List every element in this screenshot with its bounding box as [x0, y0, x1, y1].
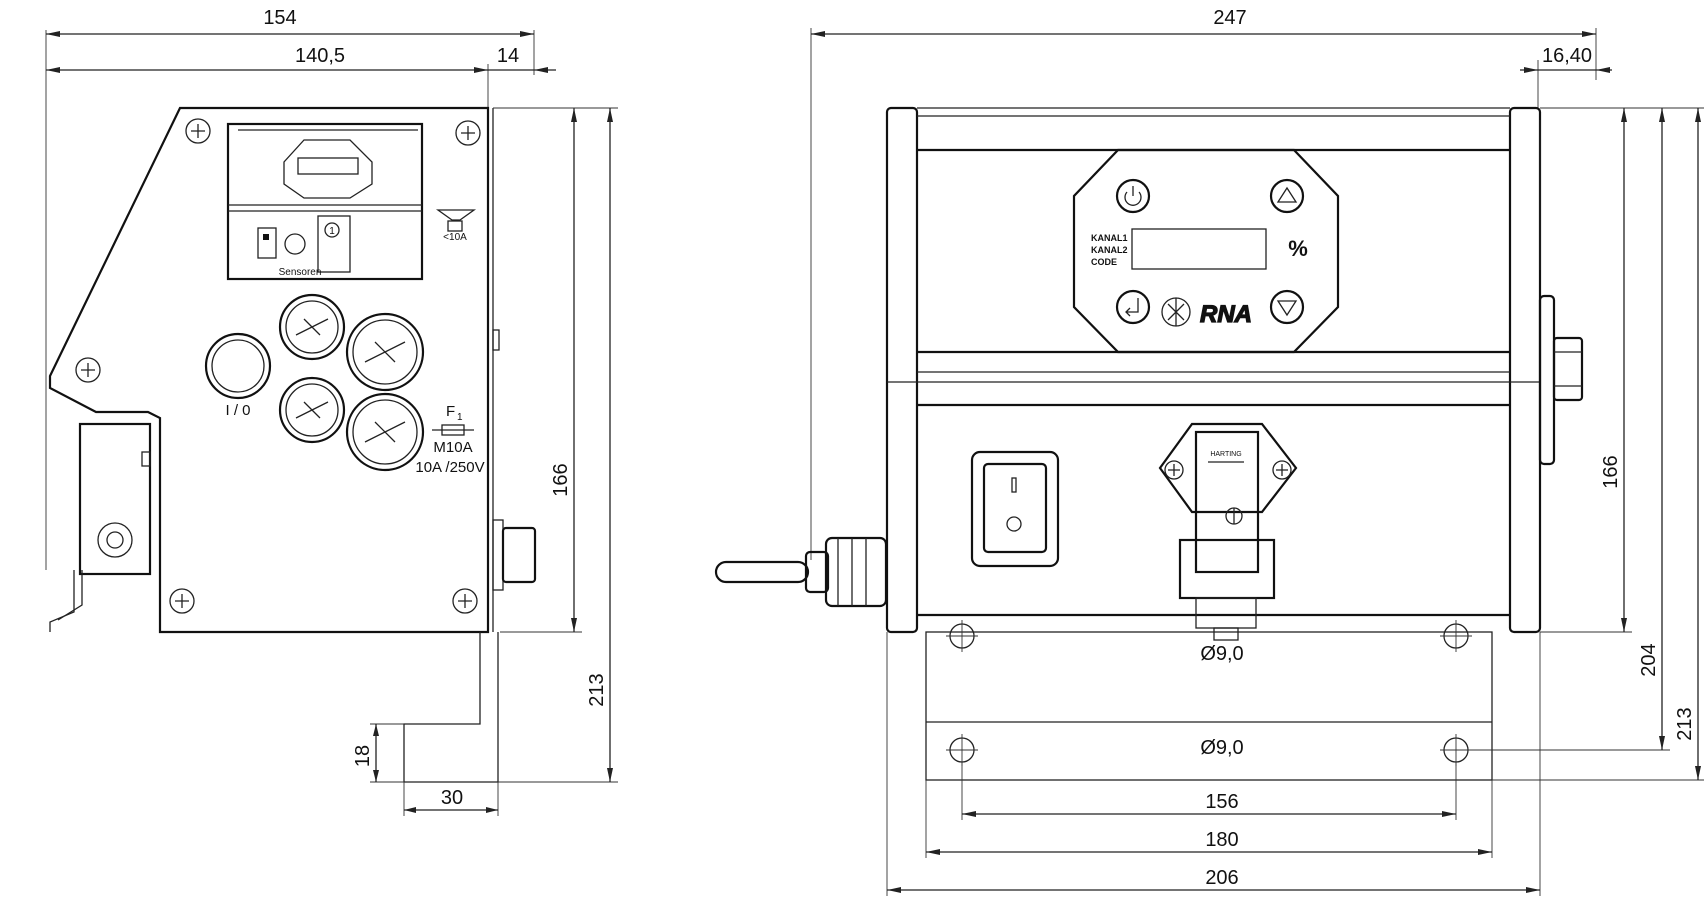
dim-width-total: 154	[45, 7, 535, 570]
side-power-switch: I / 0	[204, 332, 272, 419]
side-sensors-label: Sensoren	[279, 267, 322, 278]
code-label: CODE	[1091, 257, 1117, 267]
lcd-display	[1131, 228, 1267, 270]
dim-front-213-label: 213	[1674, 707, 1696, 740]
front-mounting-plate: Ø9,0 Ø9,0	[925, 620, 1493, 781]
side-screw-tl	[185, 118, 211, 144]
channel1-label: KANAL1	[1091, 233, 1128, 243]
dim-foot-height: 18	[352, 723, 404, 783]
front-end-cap-left	[885, 106, 919, 634]
side-fuse-sub: 1	[457, 412, 463, 423]
side-fuse-type: M10A	[433, 439, 472, 456]
dim-offset-right: 14	[488, 45, 556, 73]
front-right-plug	[1538, 294, 1584, 466]
hole-icon	[1440, 734, 1472, 766]
hole-icon	[946, 734, 978, 766]
rna-logo-icon: RNA	[1161, 297, 1253, 329]
down-button-icon	[1269, 289, 1305, 325]
dim-height-total: 213	[498, 107, 618, 783]
dim-166-label: 166	[550, 463, 572, 496]
hole-icon	[1440, 620, 1472, 652]
dim-hole-spacing: 156	[961, 762, 1457, 820]
side-fuse-rating: 10A /250V	[415, 459, 484, 476]
dim-front-166-label: 166	[1600, 455, 1622, 488]
hole-dia-upper-label: Ø9,0	[1200, 643, 1243, 665]
dim-plate-width: 180	[925, 780, 1493, 858]
front-harting-connector: HARTING	[1158, 422, 1298, 641]
connector-brand-label: HARTING	[1210, 451, 1241, 458]
dim-front-width-total: 247	[810, 7, 1597, 560]
side-top-module	[226, 122, 424, 281]
side-view: 154 140,5 14	[45, 7, 618, 816]
side-screw-br	[452, 588, 478, 614]
dim-front-height-body: 166	[1540, 107, 1632, 633]
dim-foot-width: 30	[403, 782, 499, 816]
side-fuse-symbol: F 1 M10A 10A /250V	[415, 403, 484, 476]
front-view: 247 16,40	[714, 7, 1704, 896]
side-foot	[403, 632, 499, 783]
side-power-label: I / 0	[225, 402, 250, 419]
side-screw-bl	[169, 588, 195, 614]
front-end-cap-right	[1508, 106, 1542, 634]
dim-1640-label: 16,40	[1542, 45, 1592, 67]
dim-base-width: 206	[886, 632, 1541, 896]
dim-front-height-mid: 204	[1470, 107, 1670, 751]
dim-180-label: 180	[1205, 829, 1238, 851]
dim-width-body: 140,5	[46, 45, 489, 110]
front-cable-gland	[714, 536, 888, 608]
dim-140-label: 140,5	[295, 45, 345, 67]
hole-icon	[946, 620, 978, 652]
up-button-icon	[1269, 178, 1305, 214]
dim-206-label: 206	[1205, 867, 1238, 889]
side-output-label: <10A	[443, 232, 467, 243]
percent-label: %	[1288, 236, 1308, 261]
dim-204-label: 204	[1638, 643, 1660, 676]
front-rocker-switch	[970, 450, 1060, 568]
side-housing	[48, 106, 490, 634]
side-left-connector	[49, 422, 152, 632]
brand-label: RNA	[1200, 301, 1252, 328]
dim-front-height-total: 213	[1492, 107, 1704, 781]
dim-14-label: 14	[497, 45, 519, 67]
side-fuse-holders	[278, 293, 425, 472]
dim-154-label: 154	[263, 7, 296, 29]
enter-button-icon	[1115, 289, 1151, 325]
dim-front-right-offset: 16,40	[1520, 45, 1612, 108]
side-fuse-letter: F	[446, 403, 455, 420]
front-control-panel: KANAL1 KANAL2 CODE % RNA	[1072, 148, 1340, 354]
side-screw-tr	[455, 120, 481, 146]
dim-213-label: 213	[586, 673, 608, 706]
side-right-plug	[492, 329, 537, 591]
dim-30-label: 30	[441, 787, 463, 809]
dim-18-label: 18	[352, 745, 374, 767]
side-screw-ml	[75, 357, 101, 383]
dim-height-body: 166	[493, 107, 582, 633]
side-connector-num: 1	[329, 226, 335, 237]
dim-156-label: 156	[1205, 791, 1238, 813]
power-button-icon	[1115, 178, 1151, 214]
dim-247-label: 247	[1213, 7, 1246, 29]
hole-dia-lower-label: Ø9,0	[1200, 737, 1243, 759]
channel2-label: KANAL2	[1091, 245, 1128, 255]
